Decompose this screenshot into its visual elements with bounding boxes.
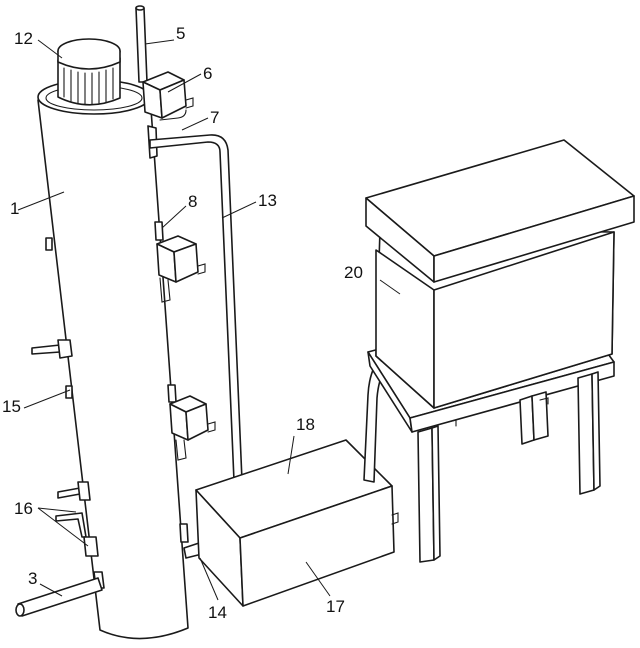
valve-box-lower xyxy=(167,384,216,461)
leader-lines xyxy=(17,39,401,601)
valve-box-top xyxy=(142,71,194,119)
storage-box xyxy=(365,139,635,409)
label-7: 7 xyxy=(210,108,219,127)
label-20: 20 xyxy=(344,263,363,282)
label-14: 14 xyxy=(208,603,227,622)
side-nozzles xyxy=(31,237,73,399)
label-16: 16 xyxy=(14,499,33,518)
top-motor xyxy=(57,38,121,106)
label-8: 8 xyxy=(188,192,197,211)
label-6: 6 xyxy=(203,64,212,83)
main-column xyxy=(37,79,189,640)
label-17: 17 xyxy=(326,597,345,616)
label-5: 5 xyxy=(176,24,185,43)
label-13: 13 xyxy=(258,191,277,210)
valve-box-middle xyxy=(154,221,206,303)
label-3: 3 xyxy=(28,569,37,588)
label-15: 15 xyxy=(2,397,21,416)
label-1: 1 xyxy=(10,199,19,218)
label-12: 12 xyxy=(14,29,33,48)
part-labels: 1 3 5 6 7 8 12 13 14 15 16 17 18 20 xyxy=(2,24,363,622)
collection-tank xyxy=(195,439,399,607)
inlet-pipe xyxy=(15,577,103,617)
label-18: 18 xyxy=(296,415,315,434)
